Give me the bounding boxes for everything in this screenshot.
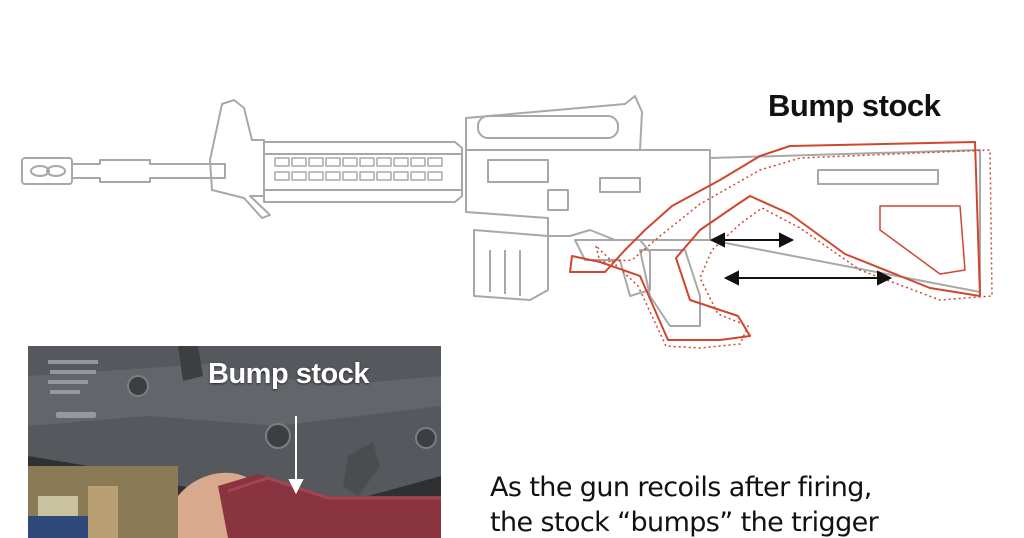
buffer-tube-outline [709, 149, 981, 293]
diagram-title: Bump stock [768, 88, 941, 123]
caption-line-2: the stock “bumps” the trigger [490, 507, 879, 538]
double-arrow-long-icon [723, 270, 893, 286]
handguard-outline [263, 141, 463, 203]
magazine-outline [473, 229, 549, 301]
caption-line-1: As the gun recoils after firing, [490, 472, 872, 503]
front-sight-outline [209, 99, 271, 219]
double-arrow-short-icon [709, 232, 795, 248]
barrel-outline [71, 159, 226, 183]
handguard-vents [274, 157, 443, 181]
carry-handle-outline [465, 95, 643, 151]
trigger-guard-outline [574, 239, 651, 297]
bump-stock-photo: Bump stock [28, 346, 441, 538]
photo-illustration [28, 346, 441, 538]
down-arrow-icon [288, 416, 304, 495]
upper-receiver-outline [465, 149, 711, 241]
photo-label: Bump stock [208, 358, 369, 390]
bump-stock-outline [569, 141, 981, 341]
muzzle-icon [21, 157, 73, 185]
grip-outline [639, 249, 701, 327]
caption: As the gun recoils after firing, the sto… [490, 470, 1010, 538]
